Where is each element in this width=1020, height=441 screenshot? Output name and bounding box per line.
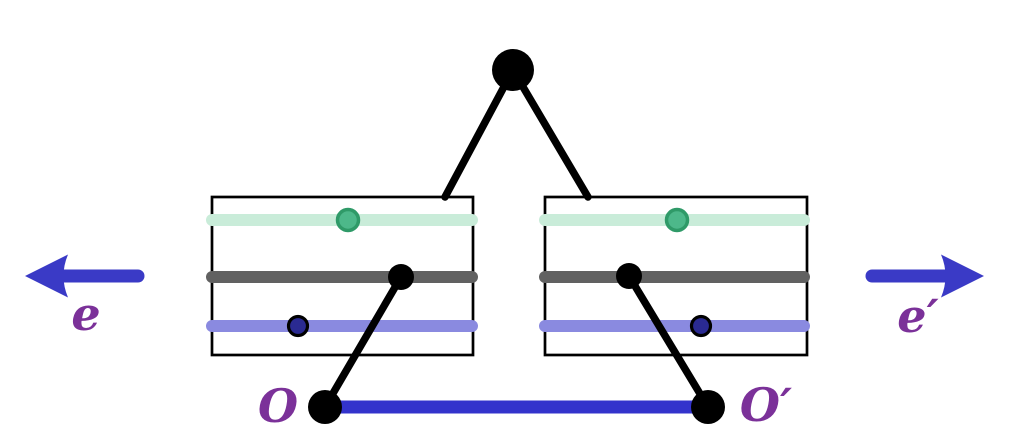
right-black-node bbox=[616, 263, 642, 289]
left-navy-dot bbox=[286, 314, 310, 338]
label-e: e bbox=[71, 287, 100, 341]
right-direction-arrow bbox=[865, 254, 984, 298]
origin-right-node bbox=[691, 390, 725, 424]
left-green-dot bbox=[335, 207, 361, 233]
right-green-dot bbox=[664, 207, 690, 233]
apex-node bbox=[492, 49, 534, 91]
apex-right-edge bbox=[509, 66, 592, 201]
right-navy-dot bbox=[689, 314, 713, 338]
label-e-prime: e′ bbox=[897, 289, 938, 343]
left-direction-arrow bbox=[25, 254, 145, 298]
label-origin-o-prime: O′ bbox=[740, 378, 792, 432]
label-origin-o: O bbox=[258, 379, 298, 433]
right-node-to-origin-edge bbox=[625, 272, 712, 411]
right-arrow-head-icon bbox=[941, 254, 984, 298]
left-node-to-origin-edge bbox=[321, 273, 405, 411]
origin-left-node bbox=[308, 390, 342, 424]
apex-left-edge bbox=[441, 66, 517, 201]
left-arrow-head-icon bbox=[25, 254, 68, 298]
left-black-node bbox=[388, 264, 414, 290]
